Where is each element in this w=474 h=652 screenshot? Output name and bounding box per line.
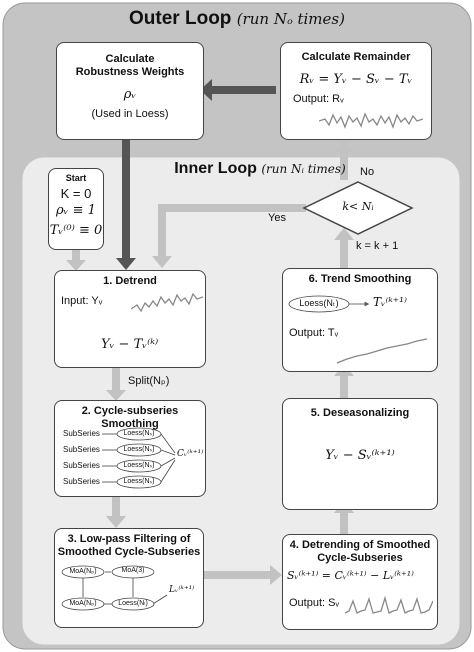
moa-node: MoA(Nₚ) (69, 600, 97, 607)
inner-loop-label: Inner Loop (174, 160, 257, 177)
subseries-label: SubSeries (63, 461, 100, 470)
loess-node: Loess(Nₗ) (118, 600, 148, 607)
outer-loop-label: Outer Loop (129, 8, 232, 29)
start-rho: ρᵥ ≡ 1 (56, 203, 96, 218)
step4-output-label: Output: Sᵥ (289, 597, 340, 609)
inner-loop-title: Inner Loop (run Nᵢ times) (120, 160, 400, 178)
remainder-output-label: Output: Rᵥ (293, 93, 344, 105)
remainder-sparkline (319, 112, 423, 129)
loess-node: Loess(Nₛ) (123, 446, 155, 453)
loess-node: Loess(Nₛ) (123, 462, 155, 469)
split-label: Split(Nₚ) (128, 375, 170, 387)
robustness-note: (Used in Loess) (91, 108, 169, 120)
step3-lowpass-box: 3. Low-pass Filtering of Smoothed Cycle-… (54, 528, 204, 628)
step1-title: 1. Detrend (103, 275, 157, 287)
step3-diagram (61, 565, 168, 611)
remainder-formula: Rᵥ = Yᵥ − Sᵥ − Tᵥ (299, 72, 413, 87)
step1-formula: Yᵥ − Tᵥ⁽ᵏ⁾ (101, 337, 159, 352)
rho-symbol: ρᵥ (123, 87, 137, 102)
start-trend: Tᵥ⁽⁰⁾ ≡ 0 (49, 223, 103, 238)
moa-node: MoA(3) (121, 567, 145, 574)
start-box: Start K = 0 ρᵥ ≡ 1 Tᵥ⁽⁰⁾ ≡ 0 (48, 168, 104, 250)
decision-no-label: No (360, 166, 375, 178)
moa-node: MoA(Nₚ) (69, 568, 97, 575)
decision-diamond (302, 181, 414, 235)
robustness-title-line2: Robustness Weights (75, 66, 185, 78)
step1-detrend-box: 1. Detrend Input: Yᵥ Yᵥ − Tᵥ⁽ᵏ⁾ (54, 270, 206, 368)
start-k: K = 0 (60, 186, 92, 201)
outer-loop-title: Outer Loop (run Nₒ times) (0, 8, 474, 30)
step2-diagram (102, 427, 176, 489)
step5-formula: Yᵥ − Sᵥ⁽ᵏ⁺¹⁾ (325, 448, 395, 463)
remainder-title: Calculate Remainder (301, 51, 411, 63)
step4-title-line1: 4. Detrending of Smoothed (289, 539, 431, 551)
step6-output-label: Output: Tᵥ (289, 327, 339, 339)
step6-loess-node: Loess(Nₜ) (299, 298, 339, 308)
step6-output-symbol: Tᵥ⁽ᵏ⁺¹⁾ (373, 295, 407, 309)
step2-output: Cᵥ⁽ᵏ⁺¹⁾ (177, 449, 204, 459)
step1-sparkline (131, 292, 203, 313)
subseries-label: SubSeries (63, 477, 100, 486)
step5-title: 5. Deseasonalizing (310, 407, 410, 419)
decision-yes-label: Yes (268, 212, 286, 224)
step1-input-label: Input: Yᵥ (61, 295, 103, 307)
step3-output: Lᵥ⁽ᵏ⁺¹⁾ (169, 585, 195, 595)
step4-formula: Sᵥ⁽ᵏ⁺¹⁾ = Cᵥ⁽ᵏ⁺¹⁾ − Lᵥ⁽ᵏ⁺¹⁾ (287, 569, 414, 582)
increment-label: k = k + 1 (356, 240, 399, 252)
outer-loop-subtitle: (run Nₒ times) (236, 10, 345, 28)
loess-node: Loess(Nₛ) (123, 430, 155, 437)
step4-sparkline (345, 595, 433, 614)
step6-title: 6. Trend Smoothing (308, 273, 412, 285)
step2-smoothing-box: 2. Cycle-subseries Smoothing SubSeries S… (54, 400, 206, 497)
inner-flow-arrows (66, 140, 354, 585)
robustness-weights-box: Calculate Robustness Weights ρᵥ (Used in… (56, 42, 204, 140)
subseries-label: SubSeries (63, 429, 100, 438)
step3-title-line2: Smoothed Cycle-Subseries (57, 546, 201, 558)
decision-label: k< Nᵢ (342, 200, 374, 213)
inner-loop-subtitle: (run Nᵢ times) (261, 162, 346, 176)
step6-diagram (288, 295, 428, 364)
step4-detrending-box: 4. Detrending of Smoothed Cycle-Subserie… (282, 534, 438, 630)
step3-title-line1: 3. Low-pass Filtering of (67, 533, 191, 545)
robustness-title-line1: Calculate (105, 53, 155, 65)
subseries-label: SubSeries (63, 445, 100, 454)
step5-deseasonalizing-box: 5. Deseasonalizing Yᵥ − Sᵥ⁽ᵏ⁺¹⁾ (282, 398, 438, 510)
step6-trend-smoothing-box: 6. Trend Smoothing Loess(Nₜ) Tᵥ⁽ᵏ⁺¹⁾ Out… (282, 268, 438, 372)
remainder-box: Calculate Remainder Rᵥ = Yᵥ − Sᵥ − Tᵥ Ou… (280, 42, 432, 140)
start-title: Start (65, 173, 87, 183)
outer-flow-arrows (116, 79, 276, 270)
loess-node: Loess(Nₛ) (123, 478, 155, 485)
step2-title: 2. Cycle-subseries Smoothing (81, 405, 179, 430)
step4-title-line2: Cycle-Subseries (317, 552, 403, 564)
